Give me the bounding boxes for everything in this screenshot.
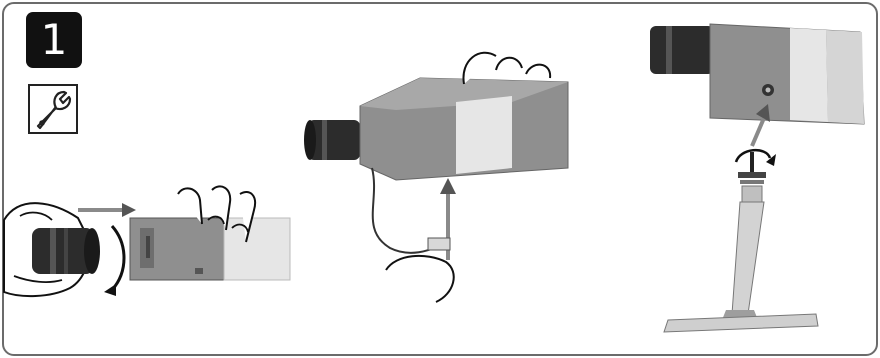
step-number-badge: 1 bbox=[26, 12, 82, 68]
panel-connect-cable bbox=[300, 40, 580, 310]
camera-body-illustration bbox=[130, 218, 290, 280]
camera-illustration bbox=[650, 24, 864, 124]
panel-mount-lens bbox=[0, 180, 300, 350]
panel-attach-bracket bbox=[640, 14, 870, 344]
rotate-arrow-icon bbox=[112, 226, 124, 290]
tool-box bbox=[28, 84, 78, 134]
hand-illustration bbox=[386, 256, 454, 302]
mounting-bracket-illustration bbox=[664, 152, 818, 332]
wrench-icon bbox=[30, 86, 76, 132]
lens-illustration bbox=[32, 228, 100, 274]
camera-illustration bbox=[304, 78, 568, 180]
attach-arrow bbox=[752, 118, 764, 146]
